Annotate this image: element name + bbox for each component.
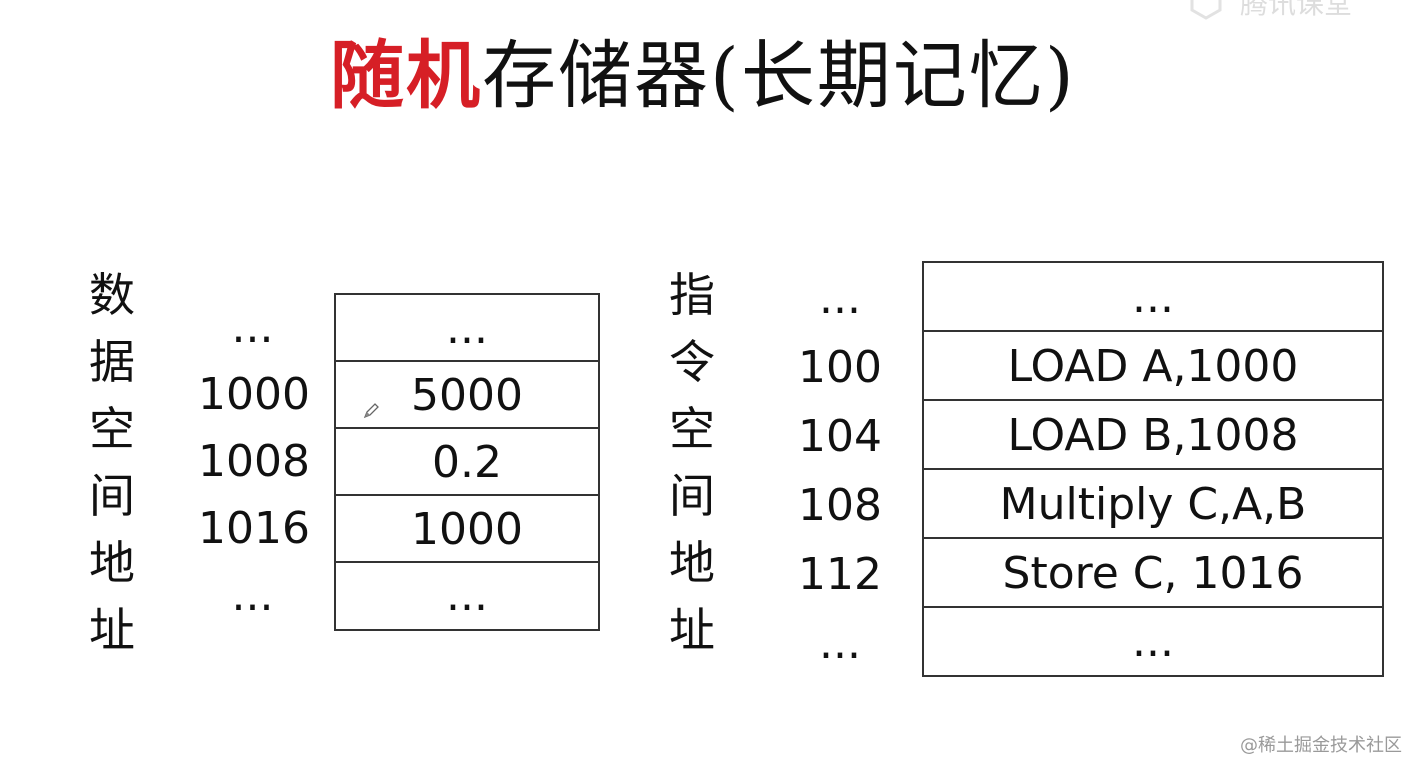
- instruction-memory-table: ... LOAD A,1000 LOAD B,1008 Multiply C,A…: [922, 261, 1384, 677]
- data-space-label-char: 据: [89, 335, 135, 389]
- watermark-top: 腾讯课堂: [1240, 0, 1353, 20]
- watermark-bottom: @稀土掘金技术社区: [1240, 735, 1402, 756]
- page-title: 随机存储器(长期记忆): [330, 28, 1076, 124]
- title-rest: 存储器(长期记忆): [482, 33, 1076, 119]
- data-address: 1016: [198, 503, 310, 554]
- instruction-memory-cell: ...: [924, 263, 1382, 332]
- data-space-label: 数 据 空 间 地 址: [77, 262, 147, 664]
- instruction-address: 112: [798, 549, 882, 600]
- instruction-space-label-char: 指: [669, 268, 715, 322]
- title-accent: 随机: [330, 33, 482, 119]
- tencent-classroom-logo-icon: [1190, 0, 1222, 20]
- instruction-memory-cell: Multiply C,A,B: [924, 470, 1382, 539]
- instruction-address: 108: [798, 480, 882, 531]
- data-space-label-char: 空: [89, 402, 135, 456]
- data-address-column: ... 1000 1008 1016 ...: [195, 294, 310, 629]
- instruction-memory-cell: LOAD A,1000: [924, 332, 1382, 401]
- data-memory-cell: ...: [336, 295, 598, 362]
- data-memory-cell: 1000: [336, 496, 598, 563]
- instruction-address: 100: [798, 342, 882, 393]
- instruction-space-label-char: 空: [669, 402, 715, 456]
- data-address: ...: [231, 302, 274, 353]
- data-space-label-char: 间: [89, 469, 135, 523]
- instruction-space-label-char: 间: [669, 469, 715, 523]
- data-address: ...: [231, 570, 274, 621]
- pencil-icon: [363, 403, 379, 419]
- instruction-memory-cell: LOAD B,1008: [924, 401, 1382, 470]
- data-address: 1008: [198, 436, 310, 487]
- data-space-label-char: 数: [89, 268, 135, 322]
- instruction-address-column: ... 100 104 108 112 ...: [790, 265, 890, 678]
- instruction-memory-cell: Store C, 1016: [924, 539, 1382, 608]
- instruction-space-label-char: 地: [669, 536, 715, 590]
- instruction-memory-cell: ...: [1132, 616, 1174, 667]
- instruction-space-label-char: 址: [669, 603, 715, 657]
- data-memory-cell: 0.2: [336, 429, 598, 496]
- data-address: 1000: [198, 369, 310, 420]
- data-memory-cell: 5000: [336, 362, 598, 429]
- instruction-address: ...: [819, 273, 861, 324]
- data-memory-cell: ...: [446, 570, 488, 621]
- instruction-space-label-char: 令: [669, 335, 715, 389]
- data-space-label-char: 地: [89, 536, 135, 590]
- data-memory-table: ... 5000 0.2 1000 ...: [334, 293, 600, 631]
- data-space-label-char: 址: [89, 603, 135, 657]
- instruction-address: ...: [819, 618, 861, 669]
- instruction-address: 104: [798, 411, 882, 462]
- instruction-space-label: 指 令 空 间 地 址: [657, 262, 727, 664]
